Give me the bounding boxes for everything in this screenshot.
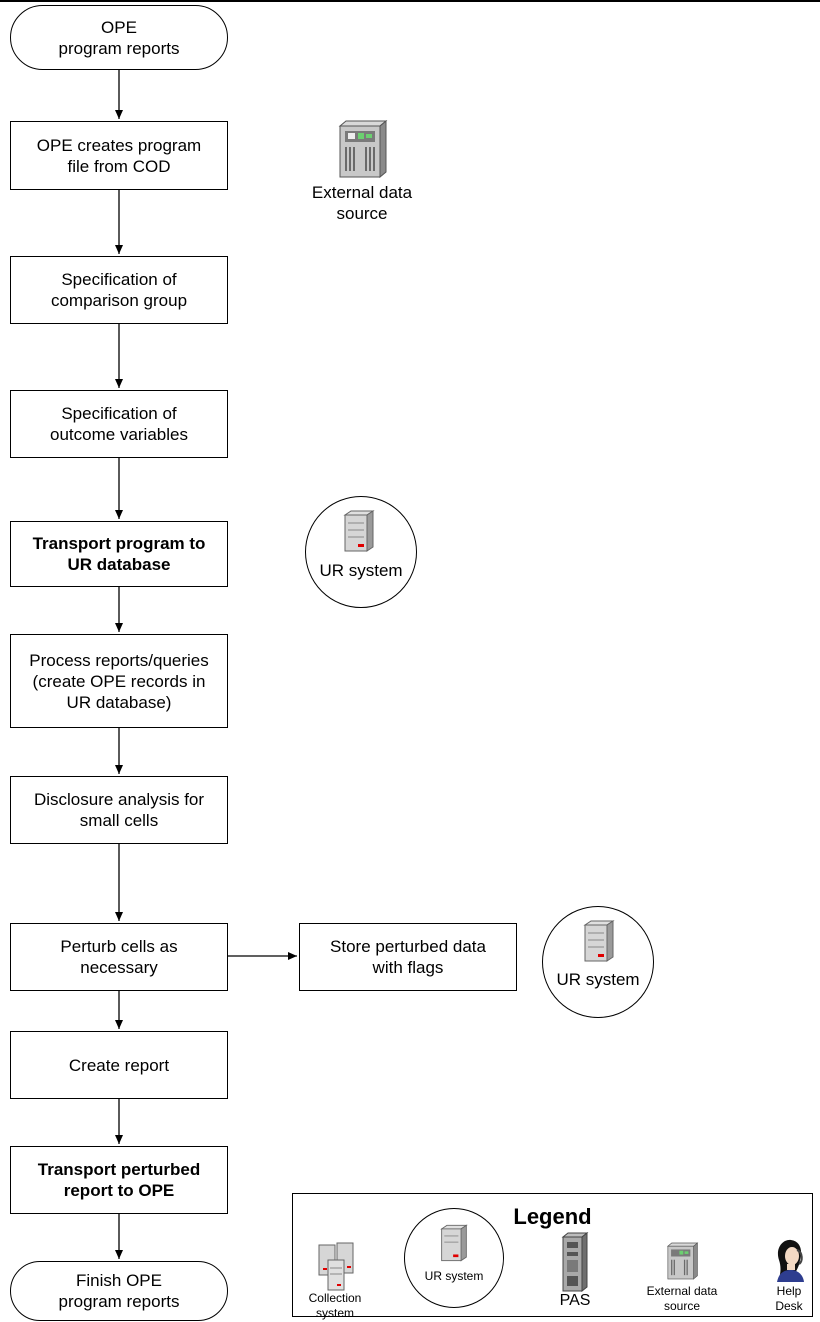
external-data-source-caption: External data source — [311, 183, 413, 223]
step6-label: Disclosure analysis for small cells — [33, 790, 205, 830]
end-label: Finish OPE program reports — [58, 1271, 180, 1311]
end-terminator: Finish OPE program reports — [10, 1261, 228, 1321]
legend-external-caption: External data source — [646, 1284, 718, 1313]
step-specification-outcome: Specification of outcome variables — [10, 390, 228, 458]
legend-pas-caption: PAS — [559, 1292, 591, 1309]
collection-system-icon — [318, 1242, 354, 1291]
pas-server-icon — [561, 1232, 589, 1292]
step2-label: Specification of comparison group — [50, 270, 188, 310]
legend-collection-caption: Collection system — [308, 1291, 362, 1320]
step3-label: Specification of outcome variables — [50, 404, 188, 444]
top-rule — [0, 0, 820, 2]
step-disclosure-analysis: Disclosure analysis for small cells — [10, 776, 228, 844]
step8-label: Create report — [68, 1055, 170, 1075]
start-terminator: OPE program reports — [10, 5, 228, 70]
legend-title: Legend — [513, 1204, 592, 1229]
step7-label: Perturb cells as necessary — [60, 937, 178, 977]
step-perturb-cells: Perturb cells as necessary — [10, 923, 228, 991]
ur-system-caption: UR system — [319, 561, 403, 580]
external-data-source-icon — [338, 120, 388, 178]
ur-server-icon — [343, 510, 375, 552]
legend-ur-caption: UR system — [424, 1269, 484, 1283]
step5-label: Process reports/queries (create OPE reco… — [29, 650, 209, 712]
step9-label: Transport perturbed report to OPE — [37, 1160, 201, 1200]
step1-label: OPE creates program file from COD — [36, 135, 202, 176]
step7-side-label: Store perturbed data with flags — [330, 937, 486, 977]
start-label: OPE program reports — [58, 17, 180, 58]
ur-server-icon-2 — [583, 920, 615, 962]
step-create-program-file: OPE creates program file from COD — [10, 121, 228, 190]
legend-helpdesk-caption: Help Desk — [775, 1284, 803, 1313]
ur-system-circle — [305, 496, 417, 608]
step-transport-program: Transport program to UR database — [10, 521, 228, 587]
step-specification-comparison: Specification of comparison group — [10, 256, 228, 324]
step-process-reports: Process reports/queries (create OPE reco… — [10, 634, 228, 728]
help-desk-icon — [777, 1239, 804, 1282]
step4-label: Transport program to UR database — [32, 534, 206, 574]
ur-system-caption-2: UR system — [556, 970, 640, 989]
legend-ur-server-icon — [440, 1224, 468, 1262]
step-store-perturbed: Store perturbed data with flags — [299, 923, 517, 991]
step-transport-report: Transport perturbed report to OPE — [10, 1146, 228, 1214]
legend-box: Legend Collection system UR system PAS — [292, 1193, 813, 1320]
step-create-report: Create report — [10, 1031, 228, 1099]
legend-external-source-icon — [666, 1242, 699, 1280]
